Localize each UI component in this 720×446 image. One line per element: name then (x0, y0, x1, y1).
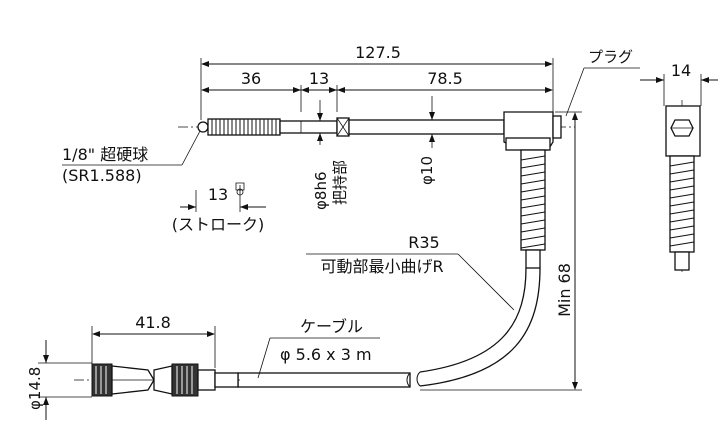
body-length-label: 78.5 (427, 69, 463, 88)
connector-length-label: 41.8 (135, 313, 171, 332)
total-length-label: 127.5 (355, 43, 401, 62)
plug-label: プラグ (588, 48, 633, 66)
cable-min-dimension: Min 68 (420, 111, 582, 391)
top-dimensions: 127.5 36 13 78.5 (200, 43, 554, 120)
cable-min-label: Min 68 (555, 263, 574, 317)
tip-ball-callout: 1/8" 超硬球 (SR1.588) (62, 130, 201, 185)
bent-cable (416, 267, 541, 387)
cable-callout: ケーブル φ 5.6 x 3 m (257, 317, 380, 379)
tip-length-label: 36 (241, 69, 261, 88)
stroke-dimension: 13 (ストローク) (172, 182, 266, 234)
tip-ball-sr-label: (SR1.588) (62, 166, 142, 185)
stroke-note-label: (ストローク) (172, 215, 265, 234)
tip-ball-label: 1/8" 超硬球 (62, 145, 148, 164)
straight-cable (237, 372, 411, 388)
connector-diameter-label: φ14.8 (26, 367, 44, 410)
clamp-diameter-label: φ8h6 (312, 172, 330, 211)
bend-radius-callout: R35 可動部最小曲げR (306, 233, 515, 311)
stroke-label: 13 (208, 185, 228, 204)
plug-width-label: 14 (671, 61, 691, 80)
plug-callout: プラグ (565, 48, 640, 117)
cable-spec-label: φ 5.6 x 3 m (280, 345, 372, 364)
side-view: 14 (640, 61, 718, 272)
clamp-part-label: 把持部 (331, 160, 349, 205)
diameter-dimensions: φ8h6 把持部 φ10 (312, 96, 436, 210)
connector-diameter-dimension: φ14.8 (26, 340, 92, 420)
body-diameter-label: φ10 (418, 156, 436, 185)
connector: 41.8 (74, 313, 240, 397)
clamp-length-label: 13 (309, 69, 329, 88)
bend-radius-label: R35 (408, 233, 439, 252)
probe-body (178, 111, 575, 269)
bend-radius-note-label: 可動部最小曲げR (320, 257, 443, 276)
cable-label: ケーブル (300, 317, 363, 336)
